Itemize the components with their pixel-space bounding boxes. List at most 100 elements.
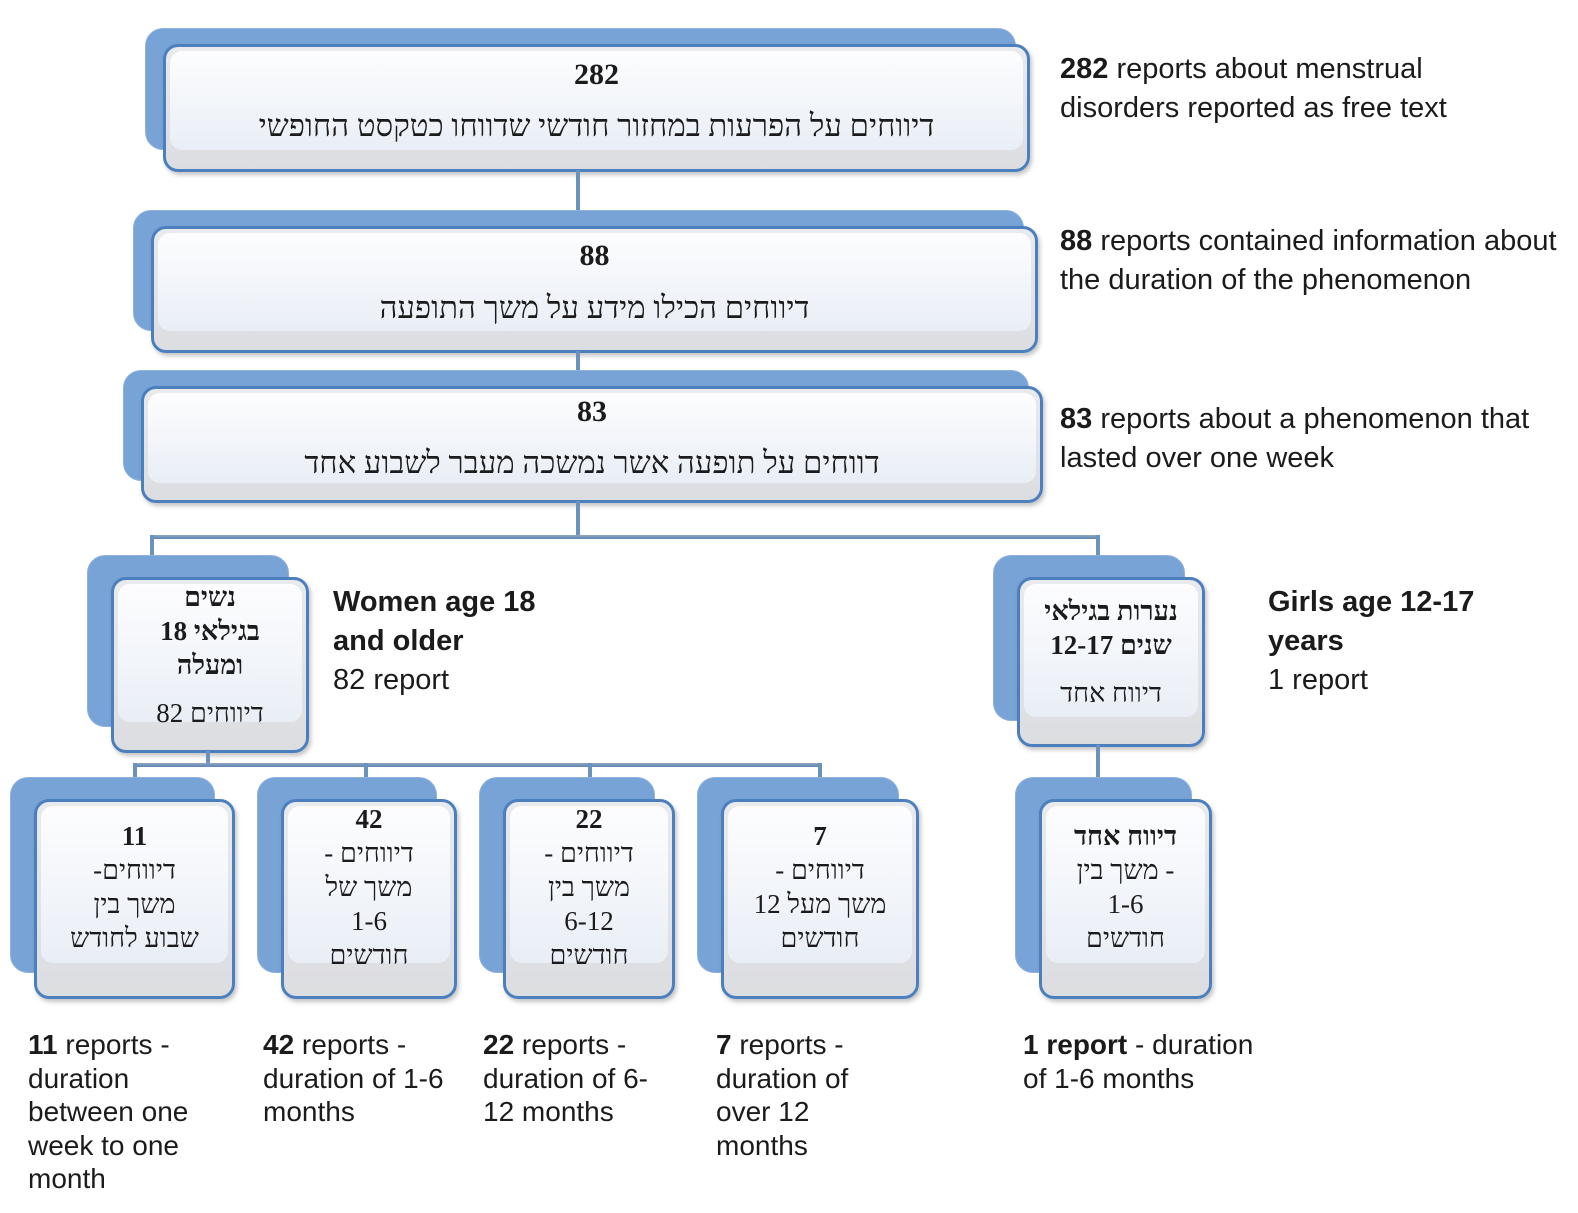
leaf-caption-7: 7 reports - duration of over 12 months — [716, 1028, 891, 1162]
text-line: - משך בין — [1076, 855, 1175, 886]
text-line: 1-6 — [1107, 889, 1144, 920]
leaf-caption-1: 1 report - duration of 1-6 months — [1023, 1028, 1273, 1095]
caption-bold: 7 — [716, 1029, 732, 1060]
text-line: 12-17 שנים — [1050, 630, 1172, 661]
box-inner-highlight — [288, 806, 450, 964]
text-line: 42 — [355, 804, 383, 835]
flow-box-83: 83 דווחים על תופעה אשר נמשכה מעבר לשבוע … — [123, 370, 1043, 503]
text-line: נערות בגילאי — [1044, 596, 1178, 627]
annotation-rest: reports about a phenomenon that lasted o… — [1060, 403, 1530, 475]
annotation-bold: Women age 18 and older — [333, 586, 536, 658]
box-number: 88 — [579, 239, 610, 273]
caption-bold: 22 — [483, 1029, 515, 1060]
box-inner-highlight — [118, 584, 302, 722]
text-line: דיווחים - — [324, 838, 414, 869]
branch-annotation-girls: Girls age 12-17 years 1 report — [1268, 583, 1558, 700]
box-inner-highlight — [728, 806, 912, 964]
connector-split-leaf4 — [818, 763, 822, 781]
text-line: חודשים — [549, 940, 629, 971]
box-text: 83 דווחים על תופעה אשר נמשכה מעבר לשבוע … — [144, 389, 1040, 487]
text-line: בגילאי 18 — [160, 615, 260, 646]
text-line: 1-6 — [351, 906, 387, 937]
connector-83-split — [576, 501, 580, 539]
annotation-bold: 88 — [1060, 225, 1093, 257]
text-line: דיווח אחד — [1074, 821, 1177, 852]
connector-88-83 — [576, 351, 580, 373]
connector-women-split — [206, 751, 210, 767]
caption-bold: 1 report — [1023, 1029, 1128, 1060]
annotation-bold: Girls age 12-17 years — [1268, 586, 1475, 658]
connector-split-leaf3 — [588, 763, 592, 781]
caption-rest: reports - duration of 6-12 months — [483, 1029, 648, 1128]
caption-bold: 11 — [28, 1029, 58, 1060]
box-number: 282 — [574, 57, 619, 91]
annotation-bold: 83 — [1060, 403, 1093, 435]
text-line: משך בין — [93, 889, 176, 920]
box-label: דווחים על תופעה אשר נמשכה מעבר לשבוע אחד — [304, 445, 880, 481]
flow-box-282: 282 דיווחים על הפרעות במחזור חודשי שדווח… — [145, 28, 1030, 172]
branch-annotation-women: Women age 18 and older 82 report — [333, 583, 588, 700]
leaf-caption-22: 22 reports - duration of 6-12 months — [483, 1028, 658, 1129]
box-inner-highlight — [158, 233, 1031, 331]
caption-rest: reports - duration of over 12 months — [716, 1029, 849, 1161]
box-text: 88 דיווחים הכילו מידע על משך התופעה — [154, 229, 1035, 335]
box-label: דיווחים הכילו מידע על משך התופעה — [379, 289, 810, 325]
annotation-282: 282 reports about menstrual disorders re… — [1060, 50, 1540, 128]
connector-split-women — [150, 535, 154, 559]
connector-split-leaf2 — [364, 763, 368, 781]
connector-girls-leaf5 — [1096, 745, 1100, 781]
split-line-level1 — [150, 535, 1100, 539]
box-inner-highlight — [41, 806, 228, 964]
text-line: דיווחים- — [93, 855, 176, 886]
text-line: משך מעל 12 — [753, 889, 887, 920]
text-line: 11 — [121, 821, 148, 852]
text-line: דיווחים - — [775, 855, 865, 886]
box-label: דיווחים על הפרעות במחזור חודשי שדווחו כט… — [258, 108, 935, 144]
text-line: דיווחים - — [544, 838, 634, 869]
connector-split-leaf1 — [133, 763, 137, 781]
box-face: 83 דווחים על תופעה אשר נמשכה מעבר לשבוע … — [141, 386, 1043, 503]
box-inner-highlight — [1024, 584, 1198, 717]
text-line: ומעלה — [176, 649, 244, 680]
text-line: משך בין — [547, 872, 631, 903]
text-line: נשים — [184, 581, 236, 612]
split-line-level2 — [133, 763, 822, 767]
caption-bold: 42 — [263, 1029, 295, 1060]
box-face: 282 דיווחים על הפרעות במחזור חודשי שדווח… — [163, 44, 1030, 172]
annotation-rest: reports contained information about the … — [1060, 225, 1557, 297]
annotation-88: 88 reports contained information about t… — [1060, 222, 1565, 300]
annotation-rest: 82 report — [333, 664, 450, 697]
caption-rest: - duration of 1-6 months — [1023, 1029, 1254, 1094]
text-line: חודשים — [780, 923, 860, 954]
text-line: 82 דיווחים — [156, 697, 264, 728]
box-inner-highlight — [1046, 806, 1205, 964]
leaf-caption-11: 11 reports - duration between one week t… — [28, 1028, 218, 1196]
caption-rest: reports - duration between one week to o… — [28, 1029, 189, 1195]
flow-box-88: 88 דיווחים הכילו מידע על משך התופעה — [133, 210, 1038, 353]
text-line: משך של — [325, 872, 413, 903]
annotation-83: 83 reports about a phenomenon that laste… — [1060, 400, 1570, 478]
box-text: 282 דיווחים על הפרעות במחזור חודשי שדווח… — [166, 47, 1027, 154]
text-line: 22 — [575, 804, 603, 835]
text-line: חודשים — [329, 940, 409, 971]
